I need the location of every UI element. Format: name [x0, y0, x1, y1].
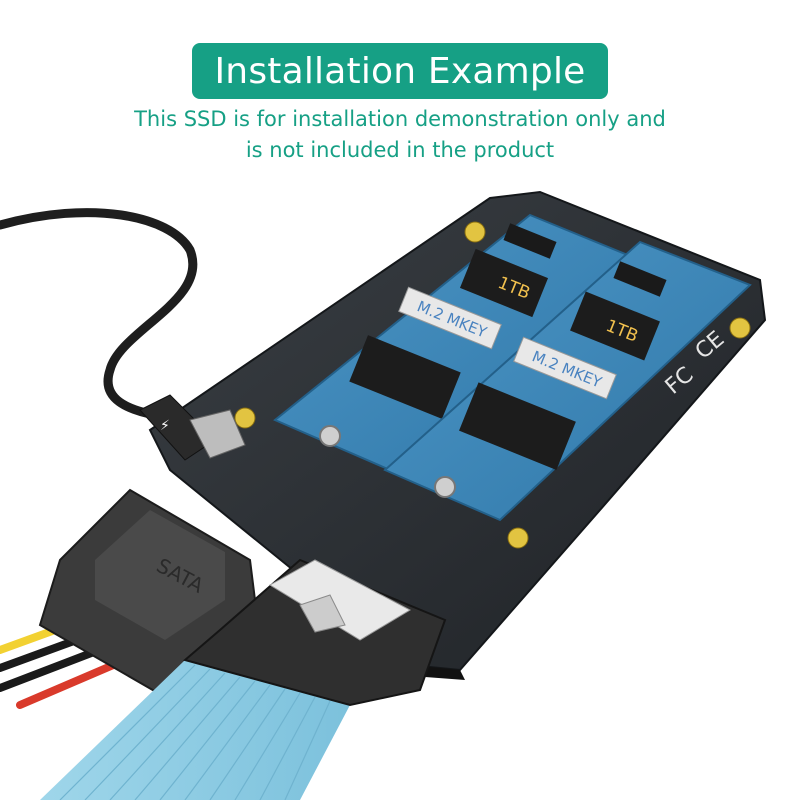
usb-cable — [0, 208, 198, 420]
sff-connector — [182, 558, 447, 707]
ssd-card-1: 1TB M.2 MKEY — [273, 213, 637, 472]
svg-text:⚡: ⚡ — [160, 418, 170, 434]
subtitle-line-1: This SSD is for installation demonstrati… — [134, 107, 666, 131]
title-banner: Installation Example — [192, 43, 608, 99]
subtitle: This SSD is for installation demonstrati… — [0, 104, 800, 166]
subtitle-line-2: is not included in the product — [245, 138, 555, 162]
mounting-holes — [234, 221, 751, 549]
page-title: Installation Example — [214, 50, 586, 92]
usb-c-plug: ⚡ — [139, 394, 246, 461]
ssd-card-2: 1TB M.2 MKEY — [383, 240, 752, 522]
